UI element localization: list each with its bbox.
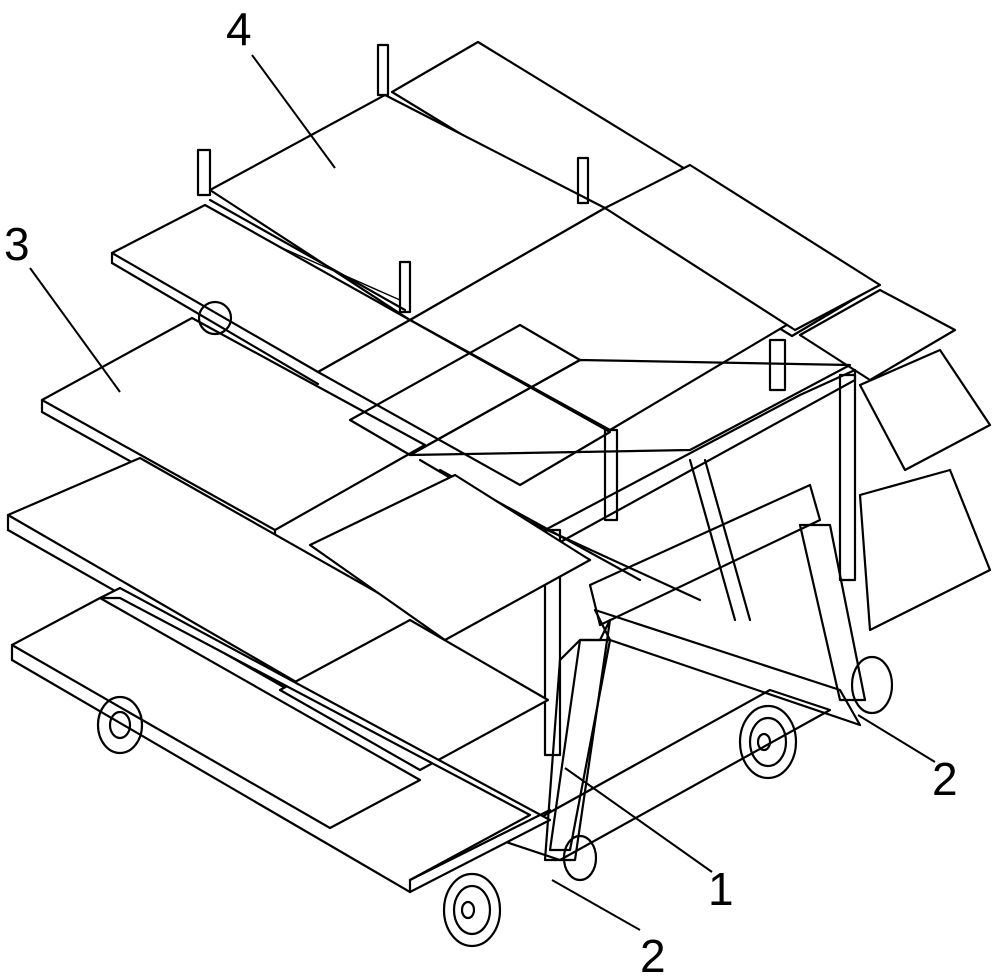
top-tier bbox=[196, 43, 882, 432]
callout-1: 1 bbox=[708, 863, 734, 915]
leader-2b bbox=[551, 879, 641, 931]
callout-leaders bbox=[29, 54, 936, 931]
leader-3 bbox=[29, 267, 121, 393]
post-2 bbox=[196, 148, 212, 197]
top-plate-right bbox=[603, 163, 882, 332]
wheels bbox=[96, 655, 894, 948]
leader-2a bbox=[857, 714, 936, 763]
leader-4 bbox=[251, 54, 336, 169]
callout-2-bottom: 2 bbox=[640, 930, 666, 976]
right-plate-3 bbox=[858, 468, 992, 632]
callout-labels: 4 3 1 2 2 bbox=[4, 3, 958, 976]
tier3-plate-b bbox=[308, 473, 592, 642]
wheel-front bbox=[442, 872, 502, 948]
back-leg bbox=[838, 373, 857, 582]
post-4 bbox=[398, 260, 412, 314]
wheel-back-front bbox=[738, 704, 798, 780]
wheel-mid bbox=[562, 834, 598, 882]
callout-2-right: 2 bbox=[932, 753, 958, 805]
tier4-plate-b bbox=[278, 618, 550, 772]
post-1 bbox=[376, 43, 390, 97]
tier2-plate-b bbox=[316, 318, 612, 487]
callout-4: 4 bbox=[226, 3, 252, 55]
second-tier bbox=[40, 203, 612, 544]
leader-1 bbox=[564, 767, 713, 873]
back-brace bbox=[798, 523, 867, 702]
tier4-plate-a bbox=[10, 596, 422, 830]
base-rail bbox=[498, 688, 832, 862]
tier2-plate-3 bbox=[40, 316, 427, 532]
right-plate-2 bbox=[858, 348, 992, 472]
wheel-front-left bbox=[96, 695, 144, 755]
wheel-back-rear bbox=[850, 655, 894, 715]
post-3 bbox=[576, 156, 590, 205]
callout-3: 3 bbox=[4, 218, 30, 270]
lower-tiers bbox=[6, 456, 592, 894]
